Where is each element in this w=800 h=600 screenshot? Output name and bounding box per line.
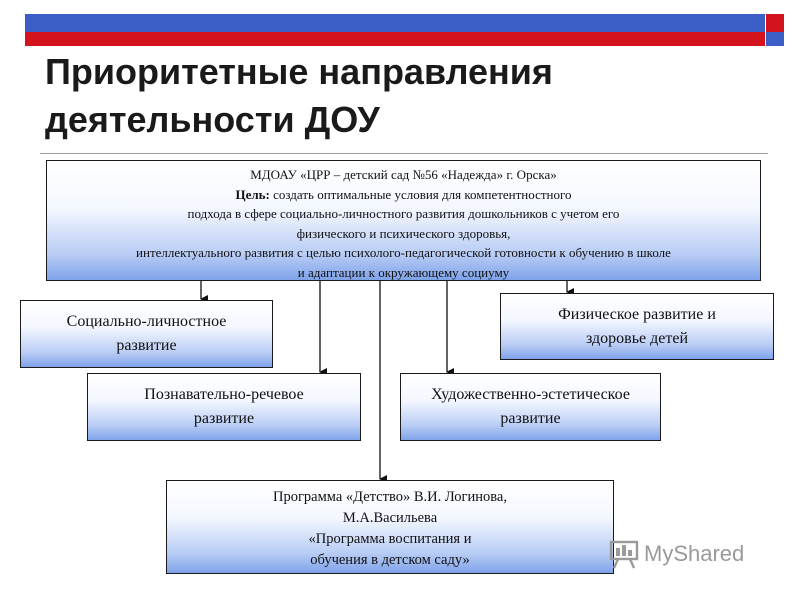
slide-title-line1: Приоритетные направления (45, 51, 553, 92)
program-line3: «Программа воспитания и (308, 531, 472, 547)
box-artistic-development: Художественно-эстетическое развитие (400, 373, 661, 441)
main-box-line6: и адаптации к окружающему социуму (297, 264, 510, 280)
myshared-watermark: MyShared (608, 537, 768, 571)
slide-title: Приоритетные направления деятельности ДО… (45, 48, 765, 144)
physical-line2: здоровье детей (585, 329, 689, 347)
header-bar-red (25, 32, 765, 46)
goal-label: Цель: (235, 186, 270, 202)
main-box-line5: интеллектуального развития с целью психо… (136, 245, 671, 260)
box-physical-development: Физическое развитие и здоровье детей (500, 293, 774, 360)
artistic-line1: Художественно-эстетическое (431, 386, 630, 403)
slide-title-line2: деятельности ДОУ (45, 99, 380, 140)
cognitive-line2: развитие (193, 410, 255, 427)
header-bar-blue (25, 14, 765, 32)
social-line1: Социально-личностное (66, 313, 227, 330)
box-program: Программа «Детство» В.И. Логинова, М.А.В… (166, 480, 614, 574)
main-box-line3: подхода в сфере социально-личностного ра… (187, 206, 620, 221)
goal-text: создать оптимальные условия для компетен… (269, 186, 572, 202)
box-social-development: Социально-личностное развитие (20, 300, 273, 368)
box-cognitive-development: Познавательно-речевое развитие (87, 373, 361, 441)
program-line4: обучения в детском саду» (310, 552, 470, 568)
presentation-board-icon (609, 540, 639, 569)
program-line1: Программа «Детство» В.И. Логинова, (272, 489, 507, 505)
title-divider (40, 153, 768, 154)
main-box-line2: Цель: создать оптимальные условия для ко… (47, 185, 760, 205)
cognitive-line1: Познавательно-речевое (144, 386, 304, 403)
main-box-line1: МДОАУ «ЦРР – детский сад №56 «Надежда» г… (250, 167, 557, 182)
physical-line1: Физическое развитие и (558, 305, 716, 323)
corner-square-red (766, 14, 784, 32)
corner-square-blue (766, 32, 784, 46)
main-box-line4: физического и психического здоровья, (296, 225, 511, 241)
main-goal-box: МДОАУ «ЦРР – детский сад №56 «Надежда» г… (46, 160, 761, 281)
watermark-text: MyShared (644, 541, 745, 566)
artistic-line2: развитие (500, 410, 561, 427)
social-line2: развитие (116, 337, 177, 354)
program-line2: М.А.Васильева (342, 510, 438, 526)
